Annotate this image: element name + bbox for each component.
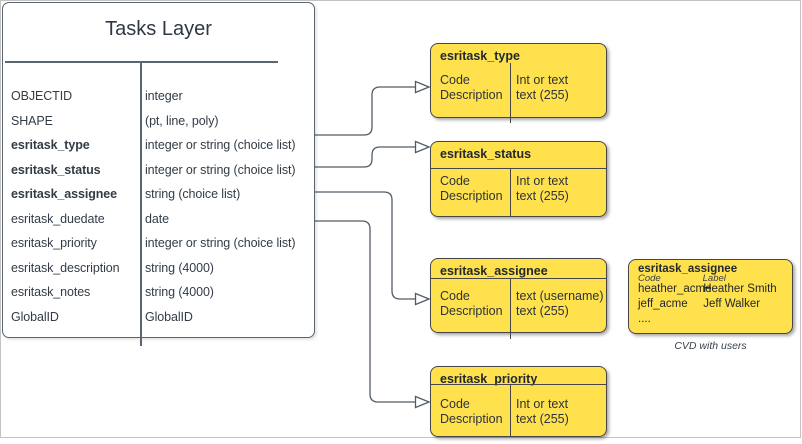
open-arrowhead-icon — [414, 395, 431, 409]
cvd-box-title: esritask_assignee — [638, 263, 738, 275]
field-name: esritask_priority — [11, 236, 97, 251]
open-arrowhead-icon — [414, 80, 431, 94]
description-type: text (255) — [516, 304, 569, 319]
description-label: Description — [440, 412, 503, 427]
entity-tasks-layer: Tasks Layer OBJECTID integer SHAPE (pt, … — [2, 2, 315, 346]
description-label: Description — [440, 189, 503, 204]
open-arrowhead-icon — [414, 140, 431, 154]
field-row: GlobalID GlobalID — [3, 305, 314, 330]
field-type: string (4000) — [145, 260, 214, 275]
cvd-user-list: heather_acme Heather Smith jeff_acme Jef… — [638, 282, 777, 327]
choice-list-column-divider — [510, 384, 512, 436]
field-type: integer — [145, 89, 183, 104]
field-row: esritask_assignee string (choice list) — [3, 182, 314, 207]
field-type: string (choice list) — [145, 187, 241, 202]
description-label: Description — [440, 304, 503, 319]
field-type: GlobalID — [145, 309, 193, 324]
field-name: OBJECTID — [11, 89, 73, 104]
field-row: SHAPE (pt, line, poly) — [3, 109, 314, 134]
choice-list-title: esritask_assignee — [440, 264, 548, 278]
code-type: Int or text — [516, 174, 569, 188]
choice-list-left-column: Code Description — [440, 73, 503, 104]
description-type: text (255) — [516, 88, 569, 103]
choice-list-esritask-assignee: esritask_assignee Code Description text … — [430, 258, 607, 339]
cvd-ellipsis-row: .... — [638, 312, 777, 327]
cvd-ellipsis: .... — [638, 313, 651, 325]
cvd-user-label: Heather Smith — [703, 283, 777, 295]
choice-list-esritask-type: esritask_type Code Description Int or te… — [430, 43, 607, 123]
code-label: Code — [440, 397, 470, 411]
choice-list-right-column: Int or text text (255) — [516, 73, 569, 104]
choice-list-left-column: Code Description — [440, 289, 503, 320]
description-type: text (255) — [516, 189, 569, 204]
cvd-column-headers: Code Label — [638, 273, 726, 284]
cvd-user-row: heather_acme Heather Smith — [638, 282, 777, 297]
field-type: date — [145, 211, 169, 226]
entity-title: Tasks Layer — [105, 18, 212, 40]
cvd-user-row: jeff_acme Jeff Walker — [638, 297, 777, 312]
entity-column-divider — [140, 61, 142, 346]
code-type: Int or text — [516, 397, 569, 411]
choice-list-column-divider — [510, 168, 512, 216]
cvd-label-header: Label — [702, 273, 726, 284]
field-row: esritask_priority integer or string (cho… — [3, 231, 314, 256]
choice-list-right-column: Int or text text (255) — [516, 397, 569, 428]
choice-list-column-divider — [510, 63, 512, 123]
choice-list-right-column: text (username) text (255) — [516, 289, 604, 320]
field-type: integer or string (choice list) — [145, 162, 296, 177]
choice-list-title: esritask_type — [440, 49, 520, 63]
choice-list-left-column: Code Description — [440, 174, 503, 205]
field-row: esritask_duedate date — [3, 207, 314, 232]
cvd-user-code: heather_acme — [638, 283, 712, 295]
code-type: text (username) — [516, 289, 604, 303]
cvd-caption: CVD with users — [674, 340, 747, 352]
connector-esritask-priority-line — [315, 220, 416, 403]
code-type: Int or text — [516, 73, 569, 87]
field-type: integer or string (choice list) — [145, 138, 296, 153]
choice-list-title: esritask_priority — [440, 372, 538, 386]
field-name: GlobalID — [11, 309, 59, 324]
connector-esritask-type-line — [315, 86, 416, 136]
field-name: esritask_type — [11, 138, 90, 153]
cvd-code-header: Code — [638, 273, 661, 284]
code-label: Code — [440, 174, 470, 188]
field-row: esritask_notes string (4000) — [3, 280, 314, 305]
choice-list-title-divider — [430, 278, 607, 280]
cvd-user-code: jeff_acme — [638, 298, 688, 310]
field-name: esritask_notes — [11, 285, 91, 300]
choice-list-esritask-priority: esritask_priority Code Description Int o… — [430, 366, 607, 437]
field-type: integer or string (choice list) — [145, 236, 296, 251]
connector-esritask-status-line — [315, 146, 416, 168]
choice-list-column-divider — [510, 278, 512, 339]
field-row: OBJECTID integer — [3, 84, 314, 109]
choice-list-right-column: Int or text text (255) — [516, 174, 569, 205]
description-label: Description — [440, 88, 503, 103]
field-name: esritask_assignee — [11, 187, 118, 202]
field-row: esritask_description string (4000) — [3, 256, 314, 281]
choice-list-title-divider — [430, 383, 607, 385]
field-name: esritask_status — [11, 162, 101, 177]
choice-list-title-divider — [430, 167, 607, 169]
field-name: SHAPE — [11, 113, 53, 128]
field-type: (pt, line, poly) — [145, 113, 219, 128]
code-label: Code — [440, 73, 470, 87]
field-type: string (4000) — [145, 285, 214, 300]
choice-list-title: esritask_status — [440, 147, 532, 161]
field-name: esritask_duedate — [11, 211, 105, 226]
open-arrowhead-icon — [414, 292, 431, 306]
cvd-box-esritask-assignee: esritask_assignee Code Label heather_acm… — [628, 259, 793, 334]
choice-list-esritask-status: esritask_status Code Description Int or … — [430, 141, 607, 217]
field-row: esritask_status integer or string (choic… — [3, 158, 314, 183]
cvd-user-label: Jeff Walker — [703, 298, 761, 310]
choice-list-left-column: Code Description — [440, 397, 503, 428]
description-type: text (255) — [516, 412, 569, 427]
field-row: esritask_type integer or string (choice … — [3, 133, 314, 158]
code-label: Code — [440, 289, 470, 303]
field-name: esritask_description — [11, 260, 120, 275]
entity-field-list: OBJECTID integer SHAPE (pt, line, poly) … — [3, 84, 314, 329]
connector-esritask-assignee-line — [315, 191, 416, 300]
